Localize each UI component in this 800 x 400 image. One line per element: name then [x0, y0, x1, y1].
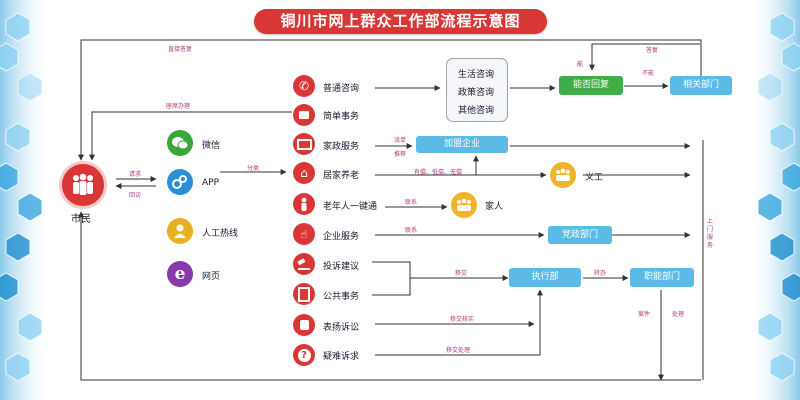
service-label: 投诉建议	[323, 262, 360, 272]
channel-label: APP	[202, 178, 220, 188]
service-label: 疑难诉求	[323, 352, 360, 362]
can-reply-box: 能否回复	[559, 76, 623, 95]
channel-web: e	[167, 261, 193, 287]
edge-label-contact: 联系	[405, 227, 418, 234]
channel-label: 微信	[202, 141, 221, 151]
family-node	[451, 192, 477, 218]
consult-types-box: 生活咨询 政策咨询 其他咨询	[446, 58, 508, 122]
edge-label-callback: 回访	[129, 192, 142, 199]
functional-dept-box: 职能部门	[630, 268, 694, 287]
service-public-affairs	[293, 283, 315, 305]
citizen-node	[59, 161, 107, 209]
edge-label-direct-reply: 直接答复	[168, 46, 193, 53]
edge-label-transfer: 移交	[455, 270, 468, 277]
toolbox-icon	[296, 138, 312, 150]
channel-label: 网页	[202, 272, 221, 282]
edge-label-agent-handle: 座席办理	[166, 103, 191, 110]
service-praise-litigation	[293, 314, 315, 336]
edge-label-handle: 处理	[672, 311, 685, 318]
service-label: 普通咨询	[323, 84, 360, 94]
party-dept-box: 党政部门	[548, 226, 612, 244]
edge-label-case: 案件	[638, 311, 651, 318]
service-home-care: ⌂	[293, 162, 315, 184]
service-label: 老年人一键通	[323, 202, 378, 212]
channel-app	[167, 169, 193, 195]
clipboard-icon	[298, 286, 310, 302]
briefcase-icon	[299, 111, 309, 119]
right-hex-decoration	[748, 0, 800, 400]
app-gears-icon	[172, 175, 187, 189]
edge-label-classify: 分类	[247, 165, 260, 172]
edge-label-reply: 答复	[646, 47, 659, 54]
service-difficult-appeal: ?	[293, 344, 315, 366]
edge-label-cannot: 不能	[642, 70, 655, 77]
consult-type: 政策咨询	[458, 88, 495, 98]
edge-label-dispatch: 派单	[394, 137, 407, 144]
volunteer-node	[550, 162, 576, 188]
edge-label-request: 请求	[129, 171, 142, 178]
house-icon: ⌂	[300, 166, 308, 180]
diagram-title: 铜川市网上群众工作部流程示意图	[254, 9, 547, 34]
service-complaint	[293, 253, 315, 275]
family-label: 家人	[485, 202, 504, 212]
channel-label: 人工热线	[202, 229, 239, 239]
channel-wechat	[167, 130, 193, 156]
gavel-icon	[297, 258, 310, 270]
service-label: 企业服务	[323, 232, 360, 242]
volunteer-label: 义工	[585, 173, 604, 183]
edge-label-transfer-handle: 移交处理	[446, 347, 471, 354]
service-label: 公共事务	[323, 292, 360, 302]
service-label: 简单事务	[323, 112, 360, 122]
service-general-consult: ✆	[293, 75, 315, 97]
wechat-icon	[172, 137, 189, 150]
edge-label-doorstep-service: 上门服务	[707, 218, 714, 249]
phone-icon: ✆	[298, 79, 310, 93]
edge-label-transfer-verify: 移交核实	[450, 316, 475, 323]
family-icon	[457, 198, 471, 211]
service-enterprise: ☝	[293, 223, 315, 245]
executive-box: 执行部	[509, 268, 581, 287]
franchise-box: 加盟企业	[416, 136, 508, 153]
operator-icon	[174, 224, 186, 238]
service-simple-affairs	[293, 104, 315, 126]
related-dept-box: 相关部门	[670, 76, 732, 95]
left-hex-decoration	[0, 0, 52, 400]
elder-person-icon	[301, 197, 307, 211]
service-label: 家政服务	[323, 142, 360, 152]
question-icon: ?	[297, 348, 311, 362]
edge-label-forward: 转办	[594, 270, 607, 277]
service-housekeeping	[293, 133, 315, 155]
service-label: 居家养老	[323, 171, 360, 181]
service-label: 表扬诉讼	[323, 323, 360, 333]
people-icon	[73, 173, 93, 195]
consult-type: 生活咨询	[458, 70, 495, 80]
fist-icon	[299, 320, 309, 330]
web-e-icon: e	[174, 264, 186, 284]
edge-label-contact: 联系	[405, 199, 418, 206]
edge-label-care-types: 有偿、低偿、无偿	[414, 169, 463, 176]
citizen-label: 市民	[71, 214, 91, 225]
service-elder-onekey	[293, 193, 315, 215]
edge-label-recommend: 推荐	[394, 151, 407, 158]
consult-type: 其他咨询	[458, 106, 495, 116]
edge-label-can: 能	[577, 61, 584, 68]
channel-hotline	[167, 218, 193, 244]
hand-pointer-icon: ☝	[300, 227, 308, 241]
group-icon	[556, 168, 570, 181]
